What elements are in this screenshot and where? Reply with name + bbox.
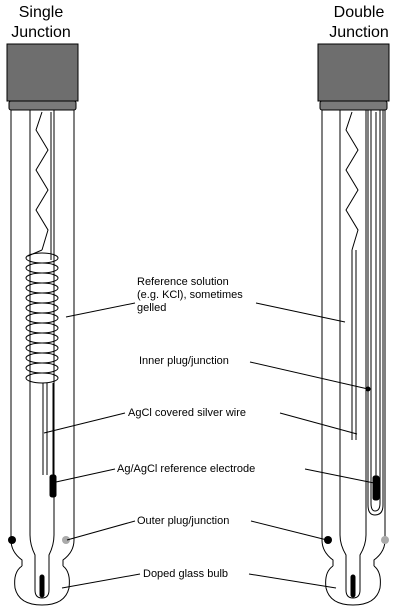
zigzag-wire	[35, 111, 49, 251]
leader-reference-solution-right	[255, 302, 346, 323]
reference-pellet	[49, 474, 57, 498]
cap-collar	[319, 100, 388, 111]
leader-inner-plug	[249, 361, 369, 390]
inner-tube	[339, 110, 367, 599]
glass-bulb	[325, 565, 381, 606]
bulb-element	[39, 574, 45, 598]
outer-body	[10, 110, 75, 566]
label-agcl-wire: AgCl covered silver wire	[128, 407, 246, 419]
coiled-wire	[25, 249, 59, 384]
electrode-cap	[317, 43, 390, 102]
outer-plug-dot	[324, 536, 332, 544]
double-junction-header: Double Junction	[318, 3, 400, 43]
cap-collar	[8, 100, 77, 111]
electrode-cap	[6, 43, 79, 102]
inner-tube	[29, 110, 55, 599]
leader-agcl-wire-right	[279, 412, 358, 435]
label-glass-bulb: Doped glass bulb	[143, 568, 229, 580]
label-inner-plug: Inner plug/junction	[139, 355, 229, 367]
single-junction-electrode	[6, 43, 79, 606]
header-line: Double	[333, 4, 385, 21]
leader-lines	[43, 302, 375, 589]
leader-reference-solution-left	[65, 302, 136, 318]
inner-reference-chamber-inner	[370, 110, 381, 512]
label-line: (e.g. KCl), sometimes	[137, 289, 243, 301]
leader-bulb-right	[248, 573, 337, 589]
junction-grey-dot	[62, 536, 70, 544]
leader-bulb-left	[61, 573, 141, 589]
label-line: Reference solution	[137, 276, 229, 288]
outer-plug-dot	[8, 536, 16, 544]
header-line: Junction	[329, 24, 389, 41]
header-line: Single	[18, 4, 64, 21]
zigzag-wire	[345, 111, 359, 251]
label-reference-electrode: Ag/AgCl reference electrode	[117, 463, 256, 475]
label-reference-solution: Reference solution (e.g. KCl), sometimes…	[137, 276, 243, 315]
leader-agcl-wire-left	[43, 412, 126, 434]
glass-bulb	[14, 565, 70, 606]
double-junction-electrode	[317, 43, 390, 606]
leader-outer-plug-left	[66, 520, 136, 541]
label-line: gelled	[137, 302, 167, 314]
leader-electrode-left	[55, 468, 116, 483]
header-line: Junction	[11, 24, 71, 41]
single-junction-header: Single Junction	[0, 3, 82, 43]
leader-outer-plug-right	[250, 520, 328, 541]
junction-grey-dot	[381, 536, 389, 544]
inner-reference-chamber	[367, 110, 384, 516]
reference-pellet	[372, 475, 380, 501]
label-outer-plug: Outer plug/junction	[137, 515, 230, 527]
leader-electrode-right	[304, 468, 375, 484]
bulb-element	[350, 574, 356, 598]
